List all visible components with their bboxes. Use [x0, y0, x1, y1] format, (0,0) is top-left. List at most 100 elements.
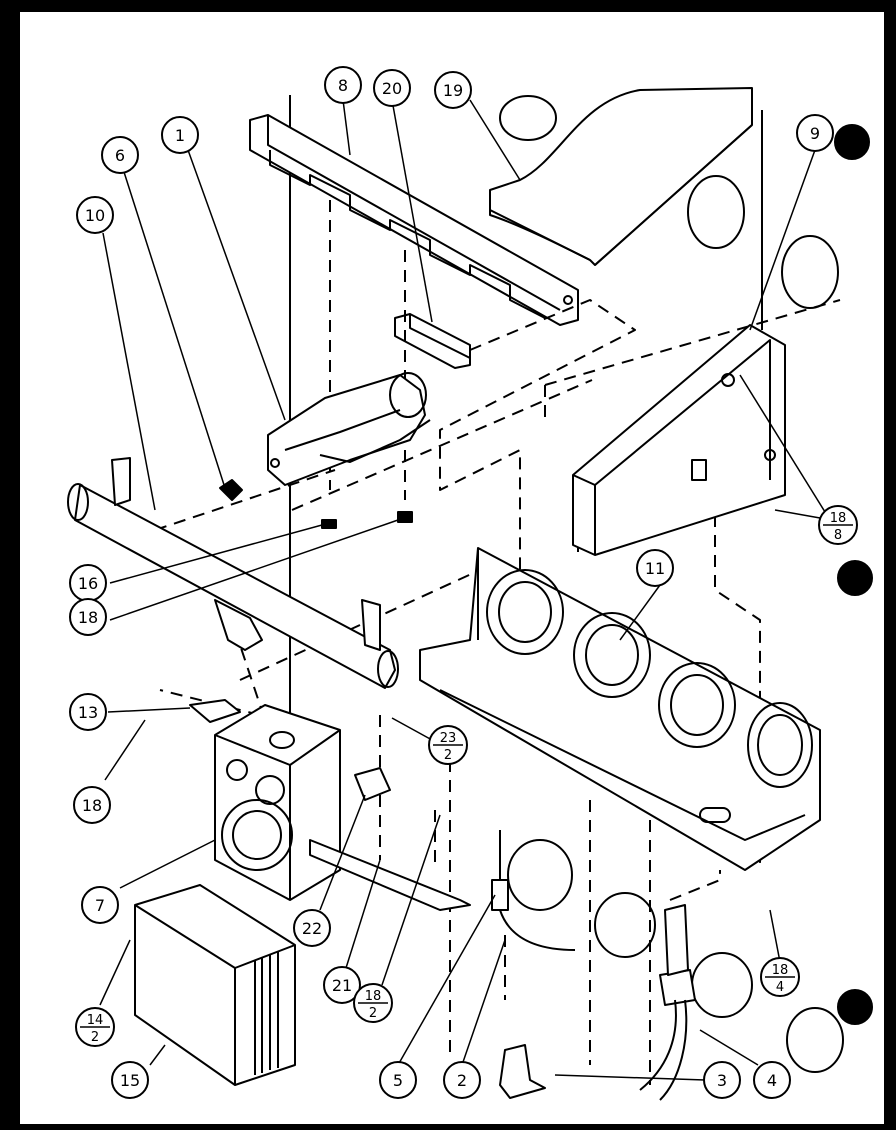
fraction-callout-18-2: 182	[353, 983, 393, 1023]
control-board-part-15	[134, 884, 296, 1086]
margin-mark: IS	[0, 958, 13, 968]
callout-number: 22	[302, 919, 322, 938]
fraction-top: 23	[440, 731, 457, 746]
fraction-bottom: 2	[369, 1006, 377, 1021]
callout-circle	[703, 1061, 741, 1099]
callout-1: 1	[161, 116, 199, 154]
burner-part-1	[267, 372, 431, 486]
callout-circle	[76, 196, 114, 234]
callout-number: 1	[175, 126, 185, 145]
bracket-part-21	[309, 839, 471, 911]
callout-circle	[636, 549, 674, 587]
callout-22: 22	[293, 909, 331, 947]
screw-part-16	[321, 519, 337, 529]
callout-circle	[81, 886, 119, 924]
fraction-top: 18	[830, 511, 847, 526]
callout-number: 13	[78, 703, 98, 722]
callout-number: 8	[338, 76, 348, 95]
callout-number: 6	[115, 146, 125, 165]
callout-circle	[111, 1061, 149, 1099]
callout-circle	[73, 786, 111, 824]
callout-circle	[443, 1061, 481, 1099]
callout-circle	[434, 71, 472, 109]
callout-number: 4	[767, 1071, 777, 1090]
callout-circle	[101, 136, 139, 174]
callout-19: 19	[434, 71, 472, 109]
nozzle-part-6	[219, 479, 243, 501]
callout-number: 7	[95, 896, 105, 915]
callout-circle	[379, 1061, 417, 1099]
fraction-top: 18	[365, 989, 382, 1004]
callout-number: 9	[810, 124, 820, 143]
fraction-bottom: 4	[776, 980, 784, 995]
dashed-connectors	[154, 200, 841, 1085]
callout-number: 18	[78, 608, 98, 627]
callout-18: 18	[69, 598, 107, 636]
callout-number: 16	[78, 574, 98, 593]
callout-9: 9	[796, 114, 834, 152]
callout-20: 20	[373, 69, 411, 107]
callout-18: 18	[73, 786, 111, 824]
callout-circle	[796, 114, 834, 152]
callout-6: 6	[101, 136, 139, 174]
callout-16: 16	[69, 564, 107, 602]
fraction-callout-14-2: 142	[75, 1007, 115, 1047]
panel-part-11	[419, 547, 821, 871]
callout-number: 19	[443, 81, 463, 100]
callout-circle	[69, 693, 107, 731]
callout-2: 2	[443, 1061, 481, 1099]
fraction-callout-18-8: 188	[818, 505, 858, 545]
callout-3: 3	[703, 1061, 741, 1099]
callout-21: 21	[323, 966, 361, 1004]
registration-dot	[837, 989, 873, 1025]
callout-number: 15	[120, 1071, 140, 1090]
switch-part-22	[354, 767, 391, 801]
callout-8: 8	[324, 66, 362, 104]
callout-5: 5	[379, 1061, 417, 1099]
registration-dot	[837, 560, 873, 596]
callout-circle	[324, 66, 362, 104]
fraction-bottom: 8	[834, 528, 842, 543]
callout-number: 3	[717, 1071, 727, 1090]
clamp-part-13	[189, 699, 241, 723]
callout-number: 10	[85, 206, 105, 225]
igniter-part-4	[639, 904, 696, 1101]
callout-10: 10	[76, 196, 114, 234]
fraction-bottom: 2	[91, 1030, 99, 1045]
callout-circle	[323, 966, 361, 1004]
fraction-top: 18	[772, 963, 789, 978]
gasket-rings	[507, 839, 844, 1073]
callout-11: 11	[636, 549, 674, 587]
callout-7: 7	[81, 886, 119, 924]
fraction-top: 14	[87, 1013, 104, 1028]
callout-circle	[69, 598, 107, 636]
callout-circle	[293, 909, 331, 947]
callout-15: 15	[111, 1061, 149, 1099]
callout-number: 18	[82, 796, 102, 815]
fraction-callout-23-2: 232	[428, 725, 468, 765]
igniter-part-5	[491, 830, 576, 951]
callout-circle	[373, 69, 411, 107]
callout-number: 2	[457, 1071, 467, 1090]
callout-circle	[753, 1061, 791, 1099]
callout-4: 4	[753, 1061, 791, 1099]
callout-circle	[161, 116, 199, 154]
plate-part-20	[394, 313, 471, 369]
fraction-bottom: 2	[444, 748, 452, 763]
callout-number: 21	[332, 976, 352, 995]
callout-number: 11	[645, 559, 665, 578]
bracket-part-9	[572, 324, 786, 556]
manifold-part-10	[67, 457, 399, 689]
registration-dot	[834, 124, 870, 160]
valve-part-7	[214, 704, 341, 901]
panel-part-19	[489, 87, 839, 309]
callout-number: 5	[393, 1071, 403, 1090]
screw-part-18	[397, 511, 413, 523]
leader-lines	[99, 99, 831, 1081]
callout-number: 20	[382, 79, 402, 98]
callout-13: 13	[69, 693, 107, 731]
bracket-part-3	[499, 1044, 546, 1099]
